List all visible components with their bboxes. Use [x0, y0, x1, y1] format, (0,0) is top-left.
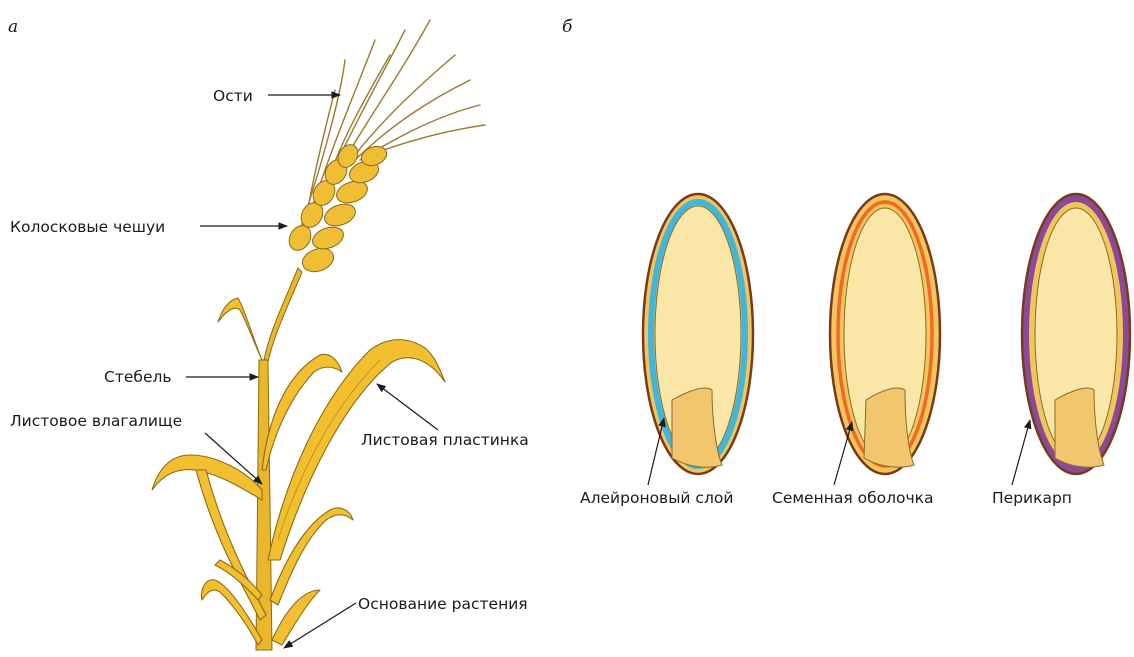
label-stem: Стебель: [104, 368, 172, 386]
label-pericarp: Перикарп: [992, 489, 1072, 507]
grain-seed-coat: [830, 194, 940, 474]
label-seed-coat: Семенная оболочка: [772, 489, 934, 507]
panel-label-a: а: [8, 17, 18, 37]
label-awns: Ости: [213, 87, 253, 105]
arrow-leaf-blade: [377, 384, 438, 430]
label-plant-base: Основание растения: [358, 595, 528, 613]
panel-label-b: б: [562, 17, 573, 37]
grain-pericarp: [1022, 194, 1130, 474]
arrow-seed-coat: [834, 422, 852, 485]
leaves: [152, 298, 445, 645]
label-aleurone: Алейроновый слой: [580, 489, 733, 507]
upper-stem: [264, 268, 302, 362]
grain-aleurone: [643, 194, 753, 474]
label-leaf-blade: Листовая пластинка: [361, 431, 529, 449]
label-glumes: Колосковые чешуи: [10, 218, 165, 236]
arrow-pericarp: [1012, 420, 1030, 485]
wheat-plant-illustration: [152, 20, 485, 650]
grain-annotations: Алейроновый слой Семенная оболочка Перик…: [580, 418, 1072, 507]
label-leaf-sheath: Листовое влагалище: [10, 412, 182, 430]
spike-glumes: [285, 141, 389, 276]
